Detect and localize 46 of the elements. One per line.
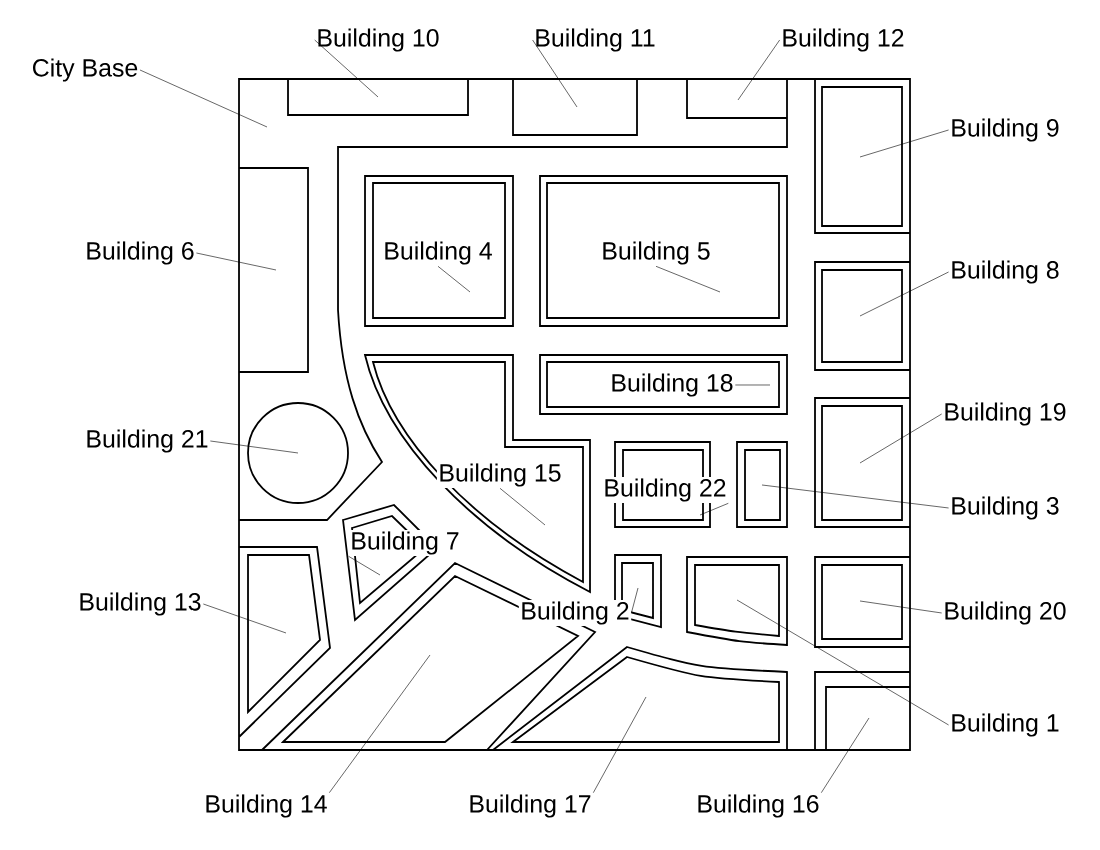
leader-line xyxy=(437,266,471,293)
leader-line xyxy=(859,271,949,317)
building-label: Building 3 xyxy=(948,494,1062,522)
leader-line xyxy=(859,600,942,614)
leader-line xyxy=(196,252,277,271)
leader-line xyxy=(348,556,381,576)
leader-line xyxy=(655,266,721,293)
leader-line xyxy=(593,696,647,793)
building-label: Building 5 xyxy=(599,239,713,267)
building-label: Building 1 xyxy=(948,711,1062,739)
leader-line xyxy=(821,717,870,793)
leader-line xyxy=(203,603,287,634)
leader-line xyxy=(631,587,639,614)
building-label: Building 17 xyxy=(466,792,594,820)
building-label: Building 20 xyxy=(941,599,1069,627)
leader-line xyxy=(532,39,578,108)
building-label: Building 14 xyxy=(202,792,330,820)
leader-line xyxy=(859,129,949,158)
building-label: Building 8 xyxy=(948,258,1062,286)
leader-line xyxy=(735,384,771,386)
leader-line xyxy=(314,39,379,98)
building-label: Building 21 xyxy=(83,427,211,455)
leader-line xyxy=(761,484,949,509)
building-label: Building 19 xyxy=(941,400,1069,428)
building-label: Building 22 xyxy=(601,476,729,504)
leader-line xyxy=(859,413,942,464)
building-label: Building 13 xyxy=(76,590,204,618)
building-label: City Base xyxy=(30,56,140,84)
building-label: Building 4 xyxy=(381,239,495,267)
leader-line xyxy=(329,654,431,793)
building-label: Building 10 xyxy=(314,26,442,54)
leader-line xyxy=(210,440,299,454)
building-label: Building 16 xyxy=(694,792,822,820)
building-label: Building 9 xyxy=(948,116,1062,144)
leader-line xyxy=(139,69,268,128)
building-label: Building 6 xyxy=(83,239,197,267)
building-label: Building 2 xyxy=(518,599,632,627)
leader-line xyxy=(736,599,949,726)
leader-line xyxy=(737,39,780,101)
building-label: Building 7 xyxy=(348,529,462,557)
building-label: Building 15 xyxy=(436,461,564,489)
leader-line xyxy=(499,488,546,526)
leader-line xyxy=(699,503,729,516)
building-label: Building 12 xyxy=(779,26,907,54)
building-label: Building 11 xyxy=(532,26,658,54)
building-label: Building 18 xyxy=(608,371,736,399)
